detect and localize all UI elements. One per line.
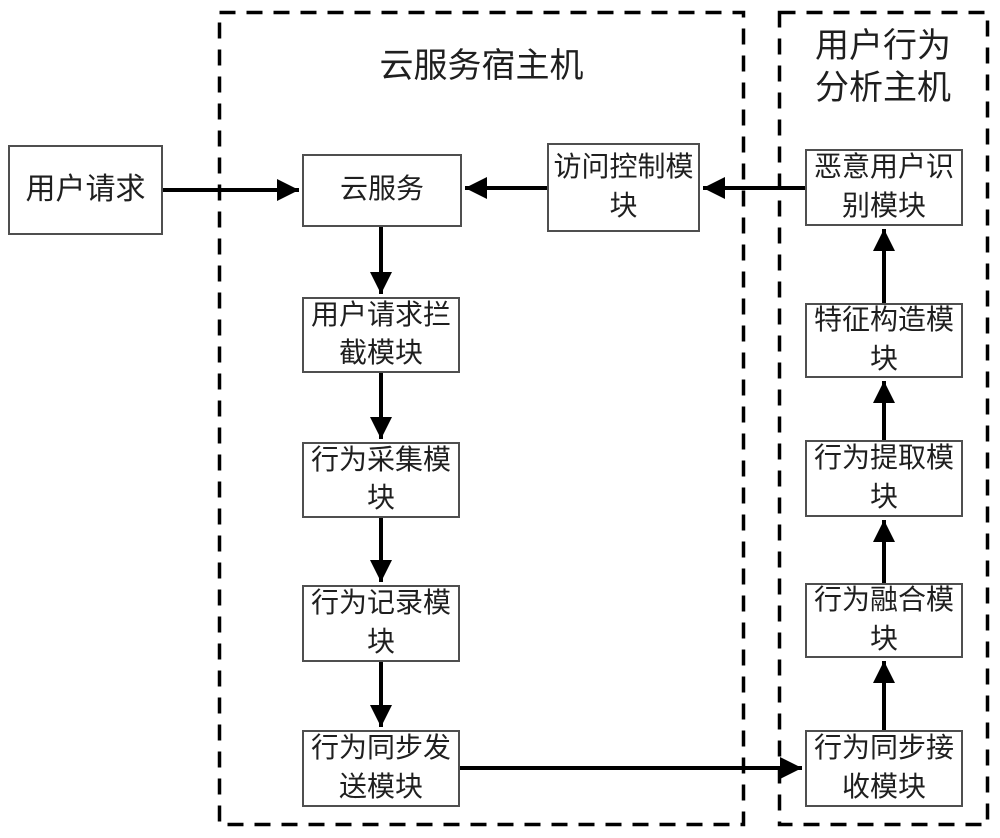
node-feature-construct-module: 特征构造模块 (805, 303, 963, 378)
cloud-host-title: 云服务宿主机 (379, 48, 584, 85)
node-cloud-service-label: 云服务 (339, 174, 424, 206)
node-malicious-user-identify-label: 恶意用户识别模块 (813, 152, 954, 222)
node-behavior-collect-label: 行为采集模块 (310, 444, 451, 514)
node-behavior-record-module: 行为记录模块 (302, 585, 460, 662)
node-access-control-module: 访问控制模块 (547, 143, 700, 232)
analysis-host-boundary (777, 10, 990, 827)
node-request-intercept-label: 用户请求拦截模块 (310, 299, 451, 369)
node-behavior-sync-receive-module: 行为同步接收模块 (805, 730, 963, 807)
node-behavior-fusion-module: 行为融合模块 (805, 583, 963, 658)
node-user-request: 用户请求 (8, 145, 163, 235)
node-behavior-collect-module: 行为采集模块 (302, 442, 460, 518)
node-behavior-record-label: 行为记录模块 (310, 588, 451, 658)
node-behavior-fusion-label: 行为融合模块 (813, 585, 954, 655)
node-feature-construct-label: 特征构造模块 (813, 305, 954, 375)
node-behavior-sync-send-module: 行为同步发送模块 (302, 730, 460, 807)
node-behavior-sync-receive-label: 行为同步接收模块 (813, 733, 954, 803)
node-behavior-sync-send-label: 行为同步发送模块 (310, 733, 451, 803)
cloud-host-boundary (217, 10, 746, 827)
node-malicious-user-identify-module: 恶意用户识别模块 (805, 149, 963, 226)
node-user-request-label: 用户请求 (25, 172, 146, 206)
node-behavior-extract-label: 行为提取模块 (813, 443, 954, 513)
node-cloud-service: 云服务 (302, 154, 462, 227)
node-behavior-extract-module: 行为提取模块 (805, 440, 963, 517)
node-access-control-label: 访问控制模块 (553, 152, 694, 222)
node-request-intercept-module: 用户请求拦截模块 (302, 297, 460, 373)
analysis-host-title: 用户行为分析主机 (815, 28, 951, 108)
